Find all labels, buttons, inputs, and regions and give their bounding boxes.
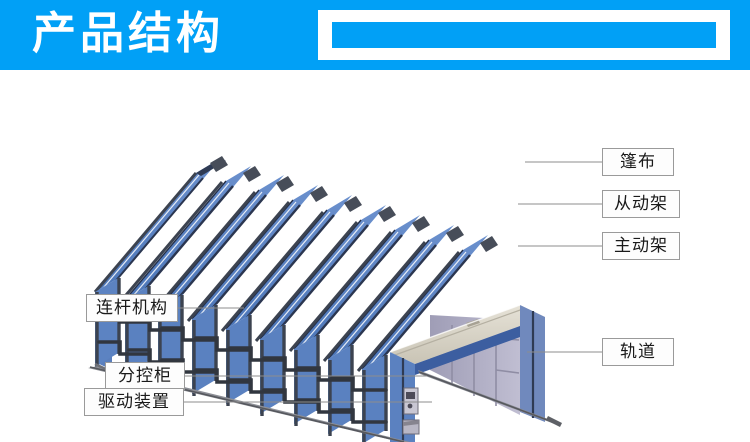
roof-bay [124, 166, 251, 306]
roof-bay [225, 195, 352, 335]
roof-bay [293, 215, 420, 355]
roof-ribs [93, 172, 461, 372]
drive-device-geometry [402, 419, 420, 435]
callout-leader-lines [178, 161, 602, 403]
rib-end-brackets [210, 156, 498, 252]
callout-tarpaulin[interactable]: 篷布 [602, 148, 674, 176]
roof-bay [95, 158, 226, 298]
header-decor-box [318, 10, 730, 60]
sub-control-cabinet-geometry [403, 387, 419, 415]
front-portal-frame [389, 304, 545, 442]
callout-sub-control-cabinet[interactable]: 分控柜 [105, 362, 185, 390]
callout-rail-track[interactable]: 轨道 [602, 338, 674, 366]
callout-linkage-mechanism[interactable]: 连杆机构 [86, 294, 178, 322]
page-title: 产品结构 [32, 8, 224, 59]
roof-bay [191, 185, 318, 325]
callout-drive-frame[interactable]: 主动架 [602, 232, 680, 260]
header-banner: 产品结构 [0, 0, 750, 70]
roof-bay [157, 175, 284, 315]
roof-bays [95, 158, 488, 375]
roof-bay-front [361, 235, 488, 375]
roof-bay [327, 225, 454, 365]
callout-drive-device[interactable]: 驱动装置 [84, 388, 184, 416]
header-decor-box-inner [332, 22, 716, 48]
callout-driven-frame[interactable]: 从动架 [602, 190, 680, 218]
roof-bay [259, 205, 386, 345]
